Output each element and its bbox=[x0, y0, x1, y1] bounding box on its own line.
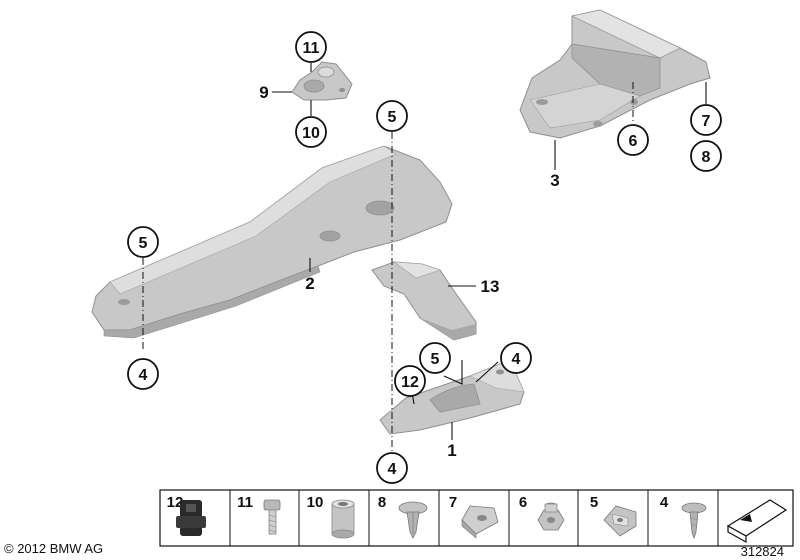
callout-7: 7 bbox=[690, 104, 722, 136]
legend-item-12: 12 bbox=[167, 494, 206, 536]
svg-text:9: 9 bbox=[259, 83, 268, 102]
callout-4-left: 4 bbox=[127, 358, 159, 390]
svg-text:5: 5 bbox=[139, 235, 148, 252]
legend-item-10: 10 bbox=[307, 494, 355, 539]
svg-text:2: 2 bbox=[305, 274, 314, 293]
callout-4-mid: 4 bbox=[500, 342, 532, 374]
hex-nut-icon bbox=[537, 502, 565, 531]
svg-text:7: 7 bbox=[702, 113, 711, 130]
callout-3: 3 bbox=[550, 171, 559, 190]
svg-text:1: 1 bbox=[447, 441, 456, 460]
svg-text:6: 6 bbox=[629, 133, 638, 150]
legend-item-7: 7 bbox=[449, 494, 499, 539]
callout-6: 6 bbox=[617, 124, 649, 156]
callout-1: 1 bbox=[447, 441, 456, 460]
svg-text:3: 3 bbox=[550, 171, 559, 190]
svg-text:12: 12 bbox=[401, 374, 419, 391]
svg-text:4: 4 bbox=[512, 351, 521, 368]
rubber-grommet-icon bbox=[176, 500, 206, 536]
svg-text:8: 8 bbox=[378, 494, 386, 511]
svg-text:11: 11 bbox=[237, 494, 253, 511]
callout-13: 13 bbox=[481, 277, 500, 296]
svg-text:5: 5 bbox=[388, 109, 397, 126]
part-13-bracket-plate bbox=[371, 261, 477, 341]
leader-lines bbox=[272, 63, 707, 440]
svg-text:6: 6 bbox=[519, 494, 527, 511]
svg-text:13: 13 bbox=[481, 277, 500, 296]
callout-10: 10 bbox=[295, 116, 327, 148]
svg-text:4: 4 bbox=[139, 367, 148, 384]
clip-nut-icon bbox=[603, 505, 637, 537]
svg-text:10: 10 bbox=[307, 494, 324, 511]
callout-11: 11 bbox=[295, 31, 327, 63]
svg-text:8: 8 bbox=[702, 149, 711, 166]
legend-item-11: 11 bbox=[237, 494, 281, 535]
callout-5-left: 5 bbox=[127, 226, 159, 258]
part-2-underbody-panel bbox=[91, 145, 453, 339]
callout-5-center: 5 bbox=[376, 100, 408, 132]
svg-text:10: 10 bbox=[302, 125, 320, 142]
parts-legend: 12 11 10 bbox=[159, 489, 794, 547]
callouts: 11 9 10 5 2 5 4 13 5 bbox=[127, 31, 722, 484]
svg-text:11: 11 bbox=[303, 40, 320, 57]
part-3-rear-underbody-shield bbox=[519, 9, 711, 139]
callout-12: 12 bbox=[394, 365, 426, 397]
svg-text:5: 5 bbox=[431, 351, 440, 368]
callout-9: 9 bbox=[259, 83, 268, 102]
copyright-text: © 2012 BMW AG bbox=[4, 541, 103, 556]
expanding-rivet-icon bbox=[398, 501, 428, 539]
arrow-marker-icon bbox=[726, 499, 788, 544]
svg-text:5: 5 bbox=[590, 494, 598, 511]
svg-text:4: 4 bbox=[660, 494, 669, 511]
plastic-screw-icon bbox=[681, 502, 707, 540]
hex-bolt-icon bbox=[263, 499, 281, 535]
legend-item-8: 8 bbox=[378, 494, 428, 539]
callout-4-bottom: 4 bbox=[376, 452, 408, 484]
svg-text:4: 4 bbox=[388, 461, 397, 478]
callout-5-mid: 5 bbox=[419, 342, 451, 374]
spacer-sleeve-icon bbox=[331, 499, 355, 539]
callout-8: 8 bbox=[690, 140, 722, 172]
u-nut-clip-icon bbox=[461, 505, 499, 539]
legend-item-5: 5 bbox=[590, 494, 637, 537]
legend-item-6: 6 bbox=[519, 494, 565, 531]
part-9-bracket bbox=[291, 61, 353, 101]
svg-text:12: 12 bbox=[167, 494, 184, 511]
callout-2: 2 bbox=[305, 274, 314, 293]
centerlines bbox=[142, 82, 634, 452]
svg-text:7: 7 bbox=[449, 494, 457, 511]
legend-item-4: 4 bbox=[660, 494, 707, 540]
diagram-number: 312824 bbox=[741, 544, 784, 559]
legend-item-arrow bbox=[726, 499, 788, 544]
